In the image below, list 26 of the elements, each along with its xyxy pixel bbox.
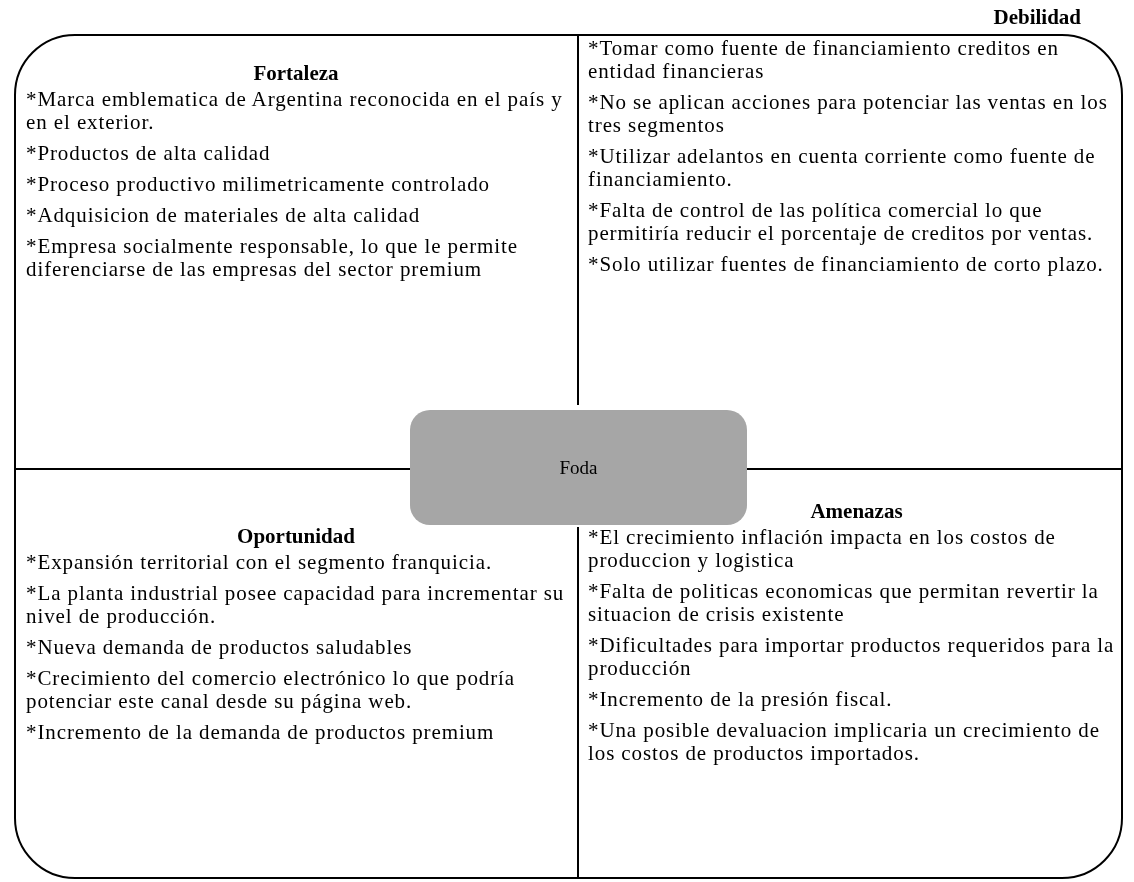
bullet-item: *Nueva demanda de productos saludables <box>26 636 414 659</box>
quadrant-heading: Fortaleza <box>252 62 340 85</box>
bullet-item: *El crecimiento inflación impacta en los costos de produccion y logistica <box>588 526 1057 572</box>
bullet-item: *Falta de control de las política comercial lo que permitiría reducir el porcentaje de creditos por ventas. <box>588 199 1095 245</box>
bullet-item: *Incremento de la demanda de productos premium <box>26 721 496 744</box>
bullet-item: *Incremento de la presión fiscal. <box>588 688 894 711</box>
center-label: Foda <box>559 456 598 479</box>
bullet-item: *Adquisicion de materiales de alta calidad <box>26 204 422 227</box>
quadrant-heading: Amenazas <box>809 500 904 523</box>
bullet-item: *Falta de politicas economicas que permitan revertir la situacion de crisis existente <box>588 580 1100 626</box>
bullet-item: *Empresa socialmente responsable, lo que le permite diferenciarse de las empresas del sector premium <box>26 235 519 281</box>
bullet-item: *Dificultades para importar productos requeridos para la producción <box>588 634 1116 680</box>
bullet-item: *La planta industrial posee capacidad para incrementar su nivel de producción. <box>26 582 566 628</box>
bullet-item: *Expansión territorial con el segmento franquicia. <box>26 551 494 574</box>
bullet-item: *Una posible devaluacion implicaria un crecimiento de los costos de productos importados. <box>588 719 1101 765</box>
quadrant-heading: Oportunidad <box>236 525 356 548</box>
bullet-item: *Crecimiento del comercio electrónico lo que podría potenciar este canal desde su página web. <box>26 667 517 713</box>
center-box <box>410 410 747 525</box>
bullet-item: *Productos de alta calidad <box>26 142 272 165</box>
bullet-item: *Tomar como fuente de financiamiento creditos en entidad financieras <box>588 37 1060 83</box>
quadrant-heading: Debilidad <box>992 6 1082 29</box>
bullet-item: *Utilizar adelantos en cuenta corriente como fuente de financiamiento. <box>588 145 1097 191</box>
bullet-item: *Marca emblematica de Argentina reconocida en el país y en el exterior. <box>26 88 564 134</box>
bullet-item: *No se aplican acciones para potenciar las ventas en los tres segmentos <box>588 91 1109 137</box>
bullet-item: *Solo utilizar fuentes de financiamiento de corto plazo. <box>588 253 1105 276</box>
bullet-item: *Proceso productivo milimetricamente controlado <box>26 173 491 196</box>
